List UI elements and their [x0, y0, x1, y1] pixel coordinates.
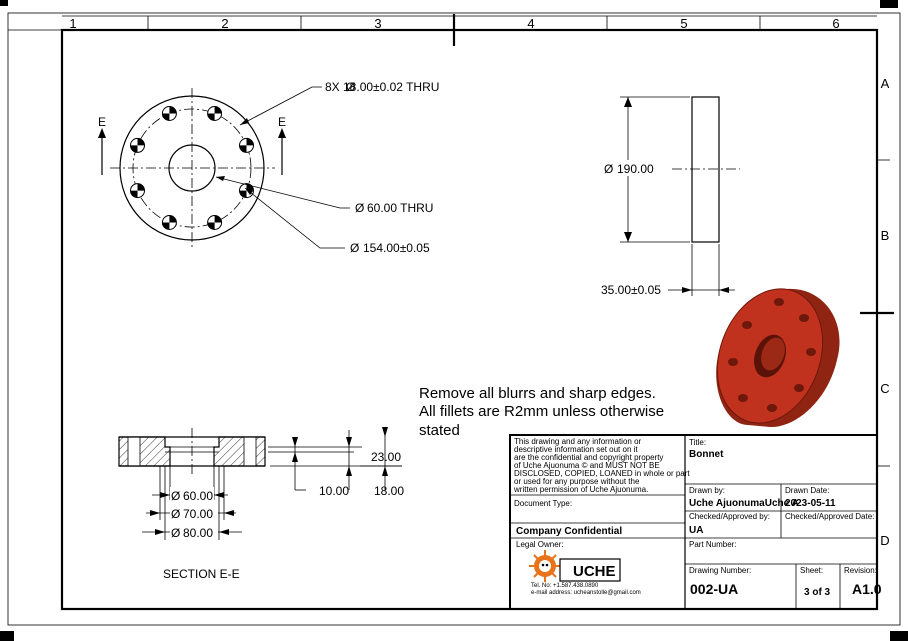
drawing-number-label: Drawing Number:: [689, 566, 751, 575]
conf-line-2: descriptive information set out on it: [514, 445, 638, 454]
logo-tel: Tel. No: +1.587.438.0890: [531, 583, 599, 589]
section-dim-70: 70.00: [183, 507, 213, 521]
zone-2: 2: [221, 16, 228, 31]
logo-word: UCHE: [573, 563, 616, 580]
zone-4: 4: [527, 16, 534, 31]
side-view: Ø 190.00 35.00±0.05: [600, 96, 740, 297]
section-label: SECTION E-E: [163, 567, 240, 581]
checked-by-value: UA: [689, 525, 703, 536]
front-view: E E 8X 18.00±0.02 THRU Ø Ø 60.00 THRU Ø …: [98, 80, 439, 255]
note-line-3: stated: [419, 422, 460, 439]
legal-owner-label: Legal Owner:: [516, 540, 564, 549]
section-dim-23: 23.00: [371, 450, 401, 464]
conf-line-5: DISCLOSED, COPIED, LOANED in whole or pa…: [514, 469, 690, 478]
document-type-label: Document Type:: [514, 499, 572, 508]
zone-labels-top: 1 2 3 4 5 6: [69, 16, 839, 31]
note-line-2: All fillets are R2mm unless otherwise: [419, 403, 664, 420]
section-marker: E E: [98, 115, 286, 175]
diameter-symbol-holes: Ø: [346, 80, 355, 94]
section-letter-right: E: [278, 115, 286, 129]
conf-line-7: written permission of Uche Ajuonuma.: [513, 485, 648, 494]
note-line-1: Remove all blurrs and sharp edges.: [419, 385, 656, 402]
conf-line-6: or used for any purpose without the: [514, 477, 640, 486]
revision-label: Revision:: [844, 566, 877, 575]
title-value: Bonnet: [689, 449, 724, 460]
revision-value: A1.0: [852, 581, 882, 597]
conf-line-1: This drawing and any information or: [514, 437, 642, 446]
company-confidential: Company Confidential: [516, 526, 622, 537]
hole-callout: 8X 18.00±0.02 THRU: [325, 80, 439, 94]
general-notes: Remove all blurrs and sharp edges. All f…: [419, 385, 664, 439]
conf-line-4: of Uche Ajuonuma © and MUST NOT BE: [514, 461, 660, 470]
pcd-callout: 154.00±0.05: [363, 241, 430, 255]
section-dim-80: 80.00: [183, 526, 213, 540]
title-label: Title:: [689, 438, 706, 447]
zone-a: A: [881, 76, 890, 91]
bolt-holes: [130, 106, 254, 230]
section-dim-18: 18.00: [374, 484, 404, 498]
zone-3: 3: [374, 16, 381, 31]
title-block: This drawing and any information or desc…: [509, 434, 882, 610]
diameter-symbol-bore: Ø: [355, 201, 364, 215]
checked-by-label: Checked/Approved by:: [689, 512, 770, 521]
drawn-date-label: Drawn Date:: [785, 486, 829, 495]
diameter-symbol-pcd: Ø: [350, 241, 359, 255]
thickness-callout: 35.00±0.05: [601, 283, 661, 297]
diameter-symbol-80: Ø: [171, 526, 180, 540]
confidential-notice: This drawing and any information or desc…: [513, 437, 690, 494]
zone-c: C: [880, 381, 889, 396]
sheet-label: Sheet:: [800, 566, 823, 575]
drawn-by-label: Drawn by:: [689, 486, 725, 495]
section-view: Ø 60.00 Ø 70.00 Ø 80.00 23.00 10.00 18.0…: [118, 427, 404, 581]
zone-d: D: [880, 533, 889, 548]
drawn-date-value: 2023-05-11: [785, 498, 836, 509]
bore-callout: 60.00 THRU: [367, 201, 433, 215]
section-dim-60: 60.00: [183, 489, 213, 503]
drawing-number-value: 002-UA: [690, 581, 738, 597]
diameter-symbol-od: Ø: [604, 162, 613, 176]
checked-date-label: Checked/Approved Date:: [785, 512, 874, 521]
company-logo: UCHE Tel. No: +1.587.438.0890 e-mail add…: [529, 550, 641, 596]
logo-email: e-mail address: ucheanstolle@gmail.com: [531, 590, 641, 596]
section-dim-10: 10.00: [319, 484, 349, 498]
zone-b: B: [881, 228, 890, 243]
zone-1: 1: [69, 16, 76, 31]
section-letter-left: E: [98, 115, 106, 129]
drawn-by-value: Uche AjuonumaUche A: [689, 498, 799, 509]
sheet-value: 3 of 3: [804, 587, 831, 598]
zone-6: 6: [832, 16, 839, 31]
part-number-label: Part Number:: [689, 540, 737, 549]
part-3d-view: [716, 288, 840, 428]
od-callout: 190.00: [617, 162, 654, 176]
diameter-symbol-70: Ø: [171, 507, 180, 521]
diameter-symbol-60: Ø: [171, 489, 180, 503]
zone-5: 5: [680, 16, 687, 31]
zone-labels-right: A B C D: [880, 76, 889, 548]
conf-line-3: are the confidential and copyright prope…: [514, 453, 663, 462]
